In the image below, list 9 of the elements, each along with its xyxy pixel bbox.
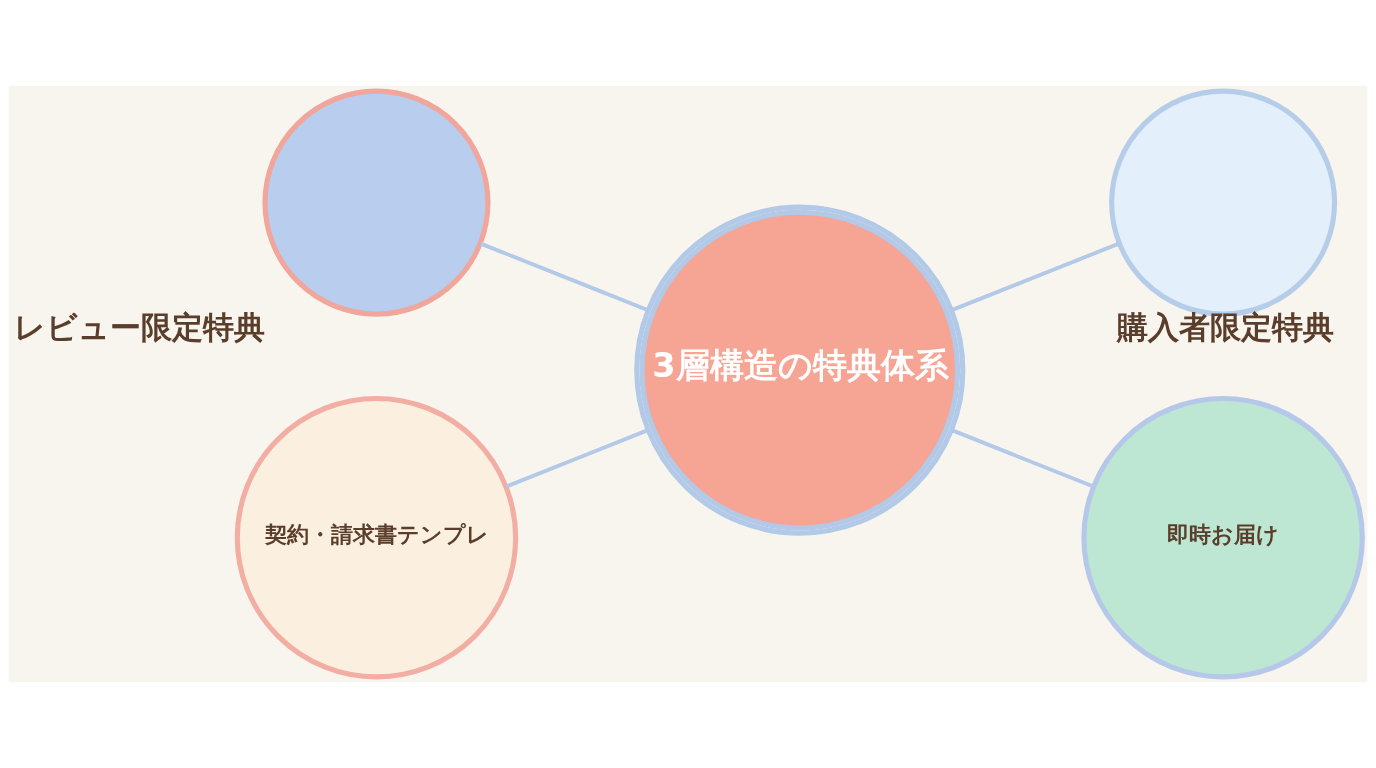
node-circle: 3層構造の特典体系 xyxy=(634,204,966,536)
connector xyxy=(479,241,649,313)
node-circle: 即時お届け xyxy=(1081,395,1365,680)
connector xyxy=(951,428,1095,489)
connector xyxy=(505,428,649,489)
node-label: 購入者限定特典 xyxy=(1116,308,1334,345)
node-circle: 契約・請求書テンプレ xyxy=(234,395,519,680)
connector xyxy=(951,241,1120,312)
node-label: レビュー限定特典 xyxy=(13,308,265,345)
